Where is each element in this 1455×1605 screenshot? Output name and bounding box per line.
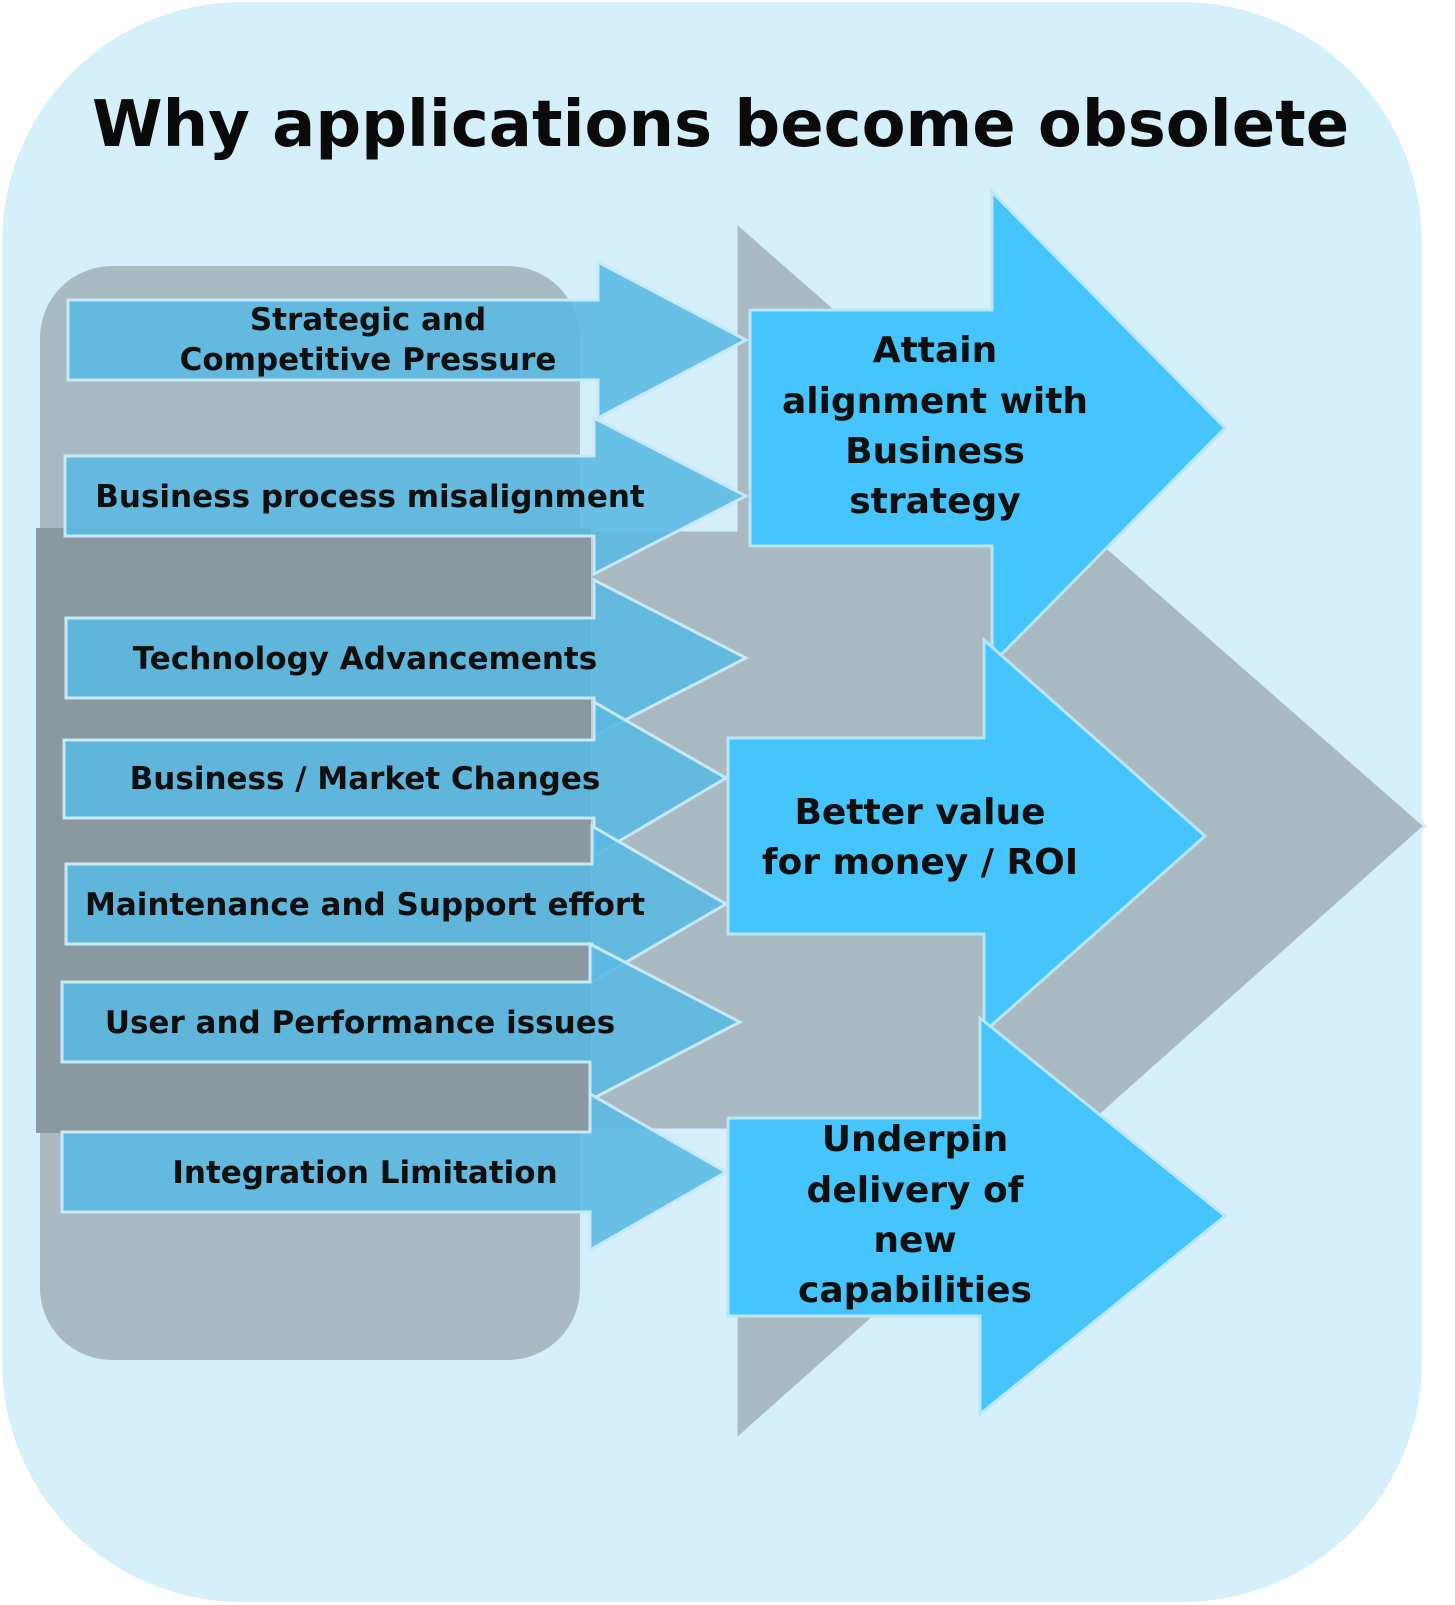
cause-arrow-7 (60, 1091, 730, 1253)
page-title: Why applications become obsolete (92, 88, 1350, 162)
cause-arrow-5 (64, 823, 729, 985)
cause-label-7: Integration Limitation (172, 1154, 558, 1191)
cause-arrow-3 (64, 577, 750, 739)
cause-label-1: Strategic and Competitive Pressure (179, 301, 557, 378)
outcome-label-3: Underpin delivery of new capabilities (798, 1119, 1032, 1312)
outcome-label-2: Better value for money / ROI (761, 791, 1079, 883)
outcome-arrow-3 (726, 1014, 1228, 1418)
cause-arrow-2 (63, 415, 750, 577)
cause-label-2: Business process misalignment (95, 478, 645, 515)
cause-arrow-4 (62, 699, 729, 859)
cause-label-6: User and Performance issues (104, 1004, 616, 1041)
outcome-arrow-1 (748, 188, 1228, 668)
cause-label-5: Maintenance and Support effort (84, 886, 646, 923)
cause-label-3: Technology Advancements (132, 640, 598, 677)
cause-arrow-1 (66, 259, 750, 421)
cause-arrow-6 (60, 941, 744, 1103)
outcome-label-1: Attain alignment with Business strategy (781, 330, 1089, 523)
cause-label-4: Business / Market Changes (129, 760, 601, 797)
outcome-arrow-2 (726, 636, 1208, 1036)
